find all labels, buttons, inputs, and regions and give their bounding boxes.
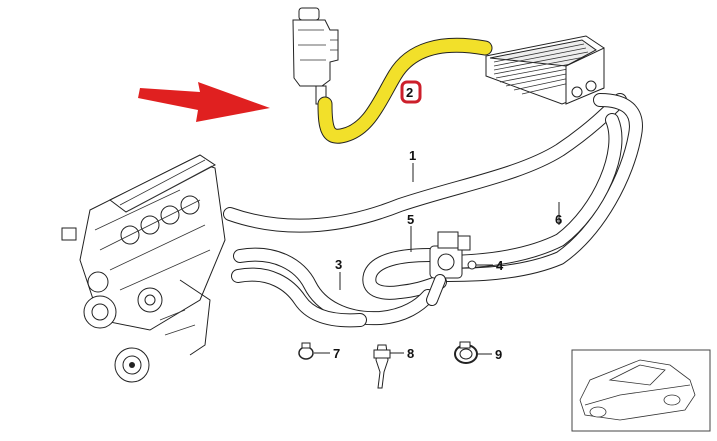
heater-core xyxy=(485,35,605,105)
hose-clamp-7 xyxy=(298,342,314,360)
callout-2: 2 xyxy=(406,85,413,100)
callout-9: 9 xyxy=(495,347,502,362)
car-thumbnail xyxy=(571,349,711,432)
callout-3: 3 xyxy=(335,257,342,272)
hose-1 xyxy=(223,93,627,233)
hose-clamp-9 xyxy=(454,341,478,364)
hose-clip-8 xyxy=(373,344,391,389)
hose-5 xyxy=(362,248,447,300)
engine-block xyxy=(61,154,226,383)
callout-5: 5 xyxy=(407,212,414,227)
pointer-arrow xyxy=(138,82,270,122)
callout-7: 7 xyxy=(333,346,340,361)
water-valve xyxy=(426,231,477,306)
hose-3 xyxy=(231,247,435,328)
hose-2-highlighted xyxy=(317,37,493,144)
callout-2-badge: 2 xyxy=(400,80,422,104)
expansion-tank xyxy=(292,7,339,105)
callout-4: 4 xyxy=(496,258,504,273)
callout-6: 6 xyxy=(555,212,562,227)
hose-6 xyxy=(433,93,643,282)
callout-8: 8 xyxy=(407,346,414,361)
leader-lines xyxy=(314,163,560,355)
callout-1: 1 xyxy=(409,148,416,163)
